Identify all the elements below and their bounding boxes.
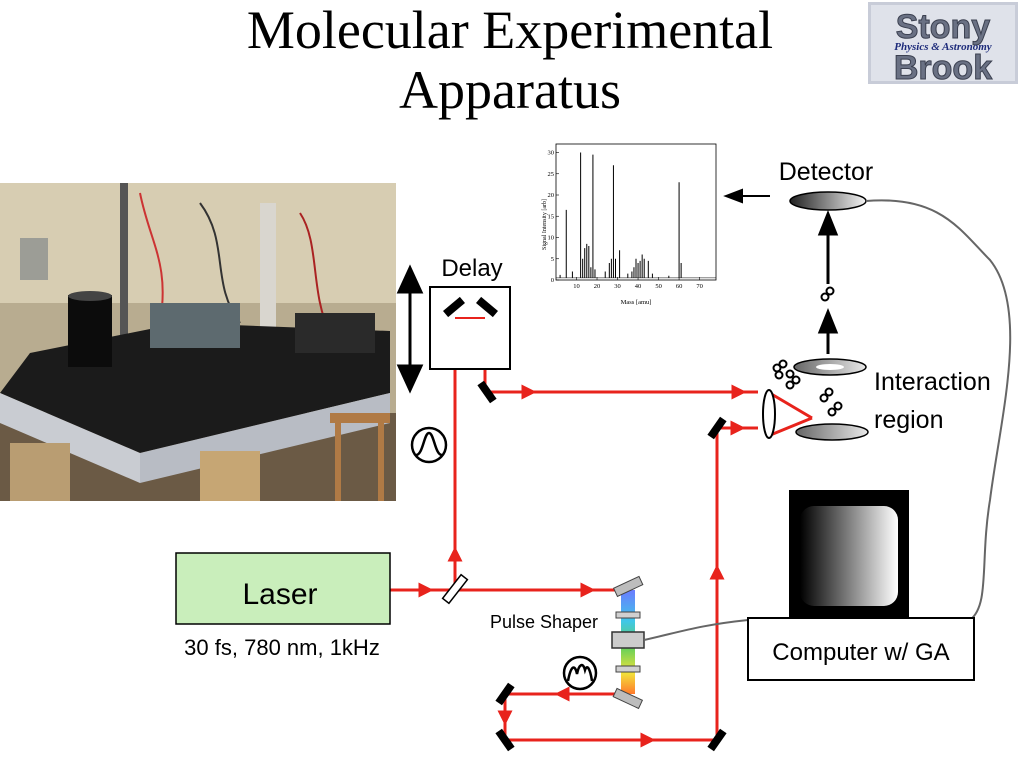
y-tick-label: 30 [548, 150, 555, 157]
mass-spectrum-chart: 10 20 30 40 50 60 70 0 5 10 15 20 25 30 Signal Intens… [540, 140, 720, 306]
slide-title: Molecular Experimental Apparatus [130, 0, 890, 120]
laser-specs: 30 fs, 780 nm, 1kHz [184, 635, 380, 660]
cable-detector-to-computer [865, 199, 1012, 621]
laser-label: Laser [242, 578, 317, 611]
x-tick-label: 60 [676, 283, 683, 290]
mirror-after-delay [477, 380, 497, 404]
lab-photo [0, 183, 396, 501]
y-tick-label: 15 [548, 213, 555, 220]
focusing-lens [762, 389, 776, 439]
mirror-bottom-right [707, 728, 727, 752]
title-line-2: Apparatus [399, 60, 621, 120]
pulse-shaper [611, 575, 645, 710]
interaction-plate-bottom [795, 423, 869, 441]
x-tick-label: 30 [614, 283, 621, 290]
detector-to-spectrum-arrow [723, 188, 770, 204]
cable-shaper-to-computer [643, 619, 749, 641]
spectrum-xlabel: Mass [amu] [621, 299, 652, 306]
x-tick-label: 70 [696, 283, 703, 290]
pulse-shaper-mask [611, 631, 645, 649]
y-tick-label: 5 [551, 256, 554, 263]
logo-bottom-word: Brook [894, 49, 992, 84]
gaussian-pulse-icon [410, 426, 448, 464]
logo-top-word: Stony [896, 8, 991, 46]
ion-flight-arrows [817, 209, 839, 354]
x-tick-label: 40 [635, 283, 642, 290]
delay-label: Delay [441, 255, 502, 282]
x-tick-label: 20 [594, 283, 601, 290]
mirror-lower-right [707, 416, 727, 440]
beam-focus-upper [767, 390, 813, 420]
laser-box [175, 552, 391, 625]
molecule-icons [772, 286, 843, 417]
pulse-shaper-label: Pulse Shaper [490, 612, 598, 632]
x-tick-label: 50 [655, 283, 662, 290]
y-tick-label: 25 [548, 171, 555, 178]
spectrum-ylabel: Signal Intensity [arb] [542, 199, 548, 250]
logo-middle-text: Physics & Astronomy [894, 41, 991, 53]
delay-beam-top [455, 317, 485, 319]
interaction-region-label-1: Interaction [874, 368, 991, 396]
computer-icon [747, 490, 975, 681]
stony-brook-logo: Stony Physics & Astronomy Brook [868, 2, 1018, 84]
y-tick-label: 0 [551, 277, 554, 284]
delay-travel-arrow [396, 264, 424, 394]
y-tick-label: 20 [548, 192, 555, 199]
computer-label: Computer w/ GA [772, 639, 949, 666]
beam-splitter [441, 573, 469, 605]
delay-mirror-left [443, 296, 465, 318]
mirror-shaper-return-bottom [495, 728, 515, 752]
mirror-shaper-return-top [495, 682, 515, 706]
delay-box [429, 286, 511, 370]
spectrum-frame [555, 143, 717, 281]
x-tick-label: 10 [573, 283, 580, 290]
y-tick-label: 10 [548, 235, 555, 242]
detector-label: Detector [779, 158, 873, 186]
beam-focus-lower [767, 416, 813, 438]
delay-mirror-right [476, 296, 498, 318]
title-line-1: Molecular Experimental [246, 0, 774, 60]
interaction-region-label-2: region [874, 406, 944, 434]
shaped-pulse-icon [562, 655, 598, 691]
detector-plate [789, 191, 867, 211]
